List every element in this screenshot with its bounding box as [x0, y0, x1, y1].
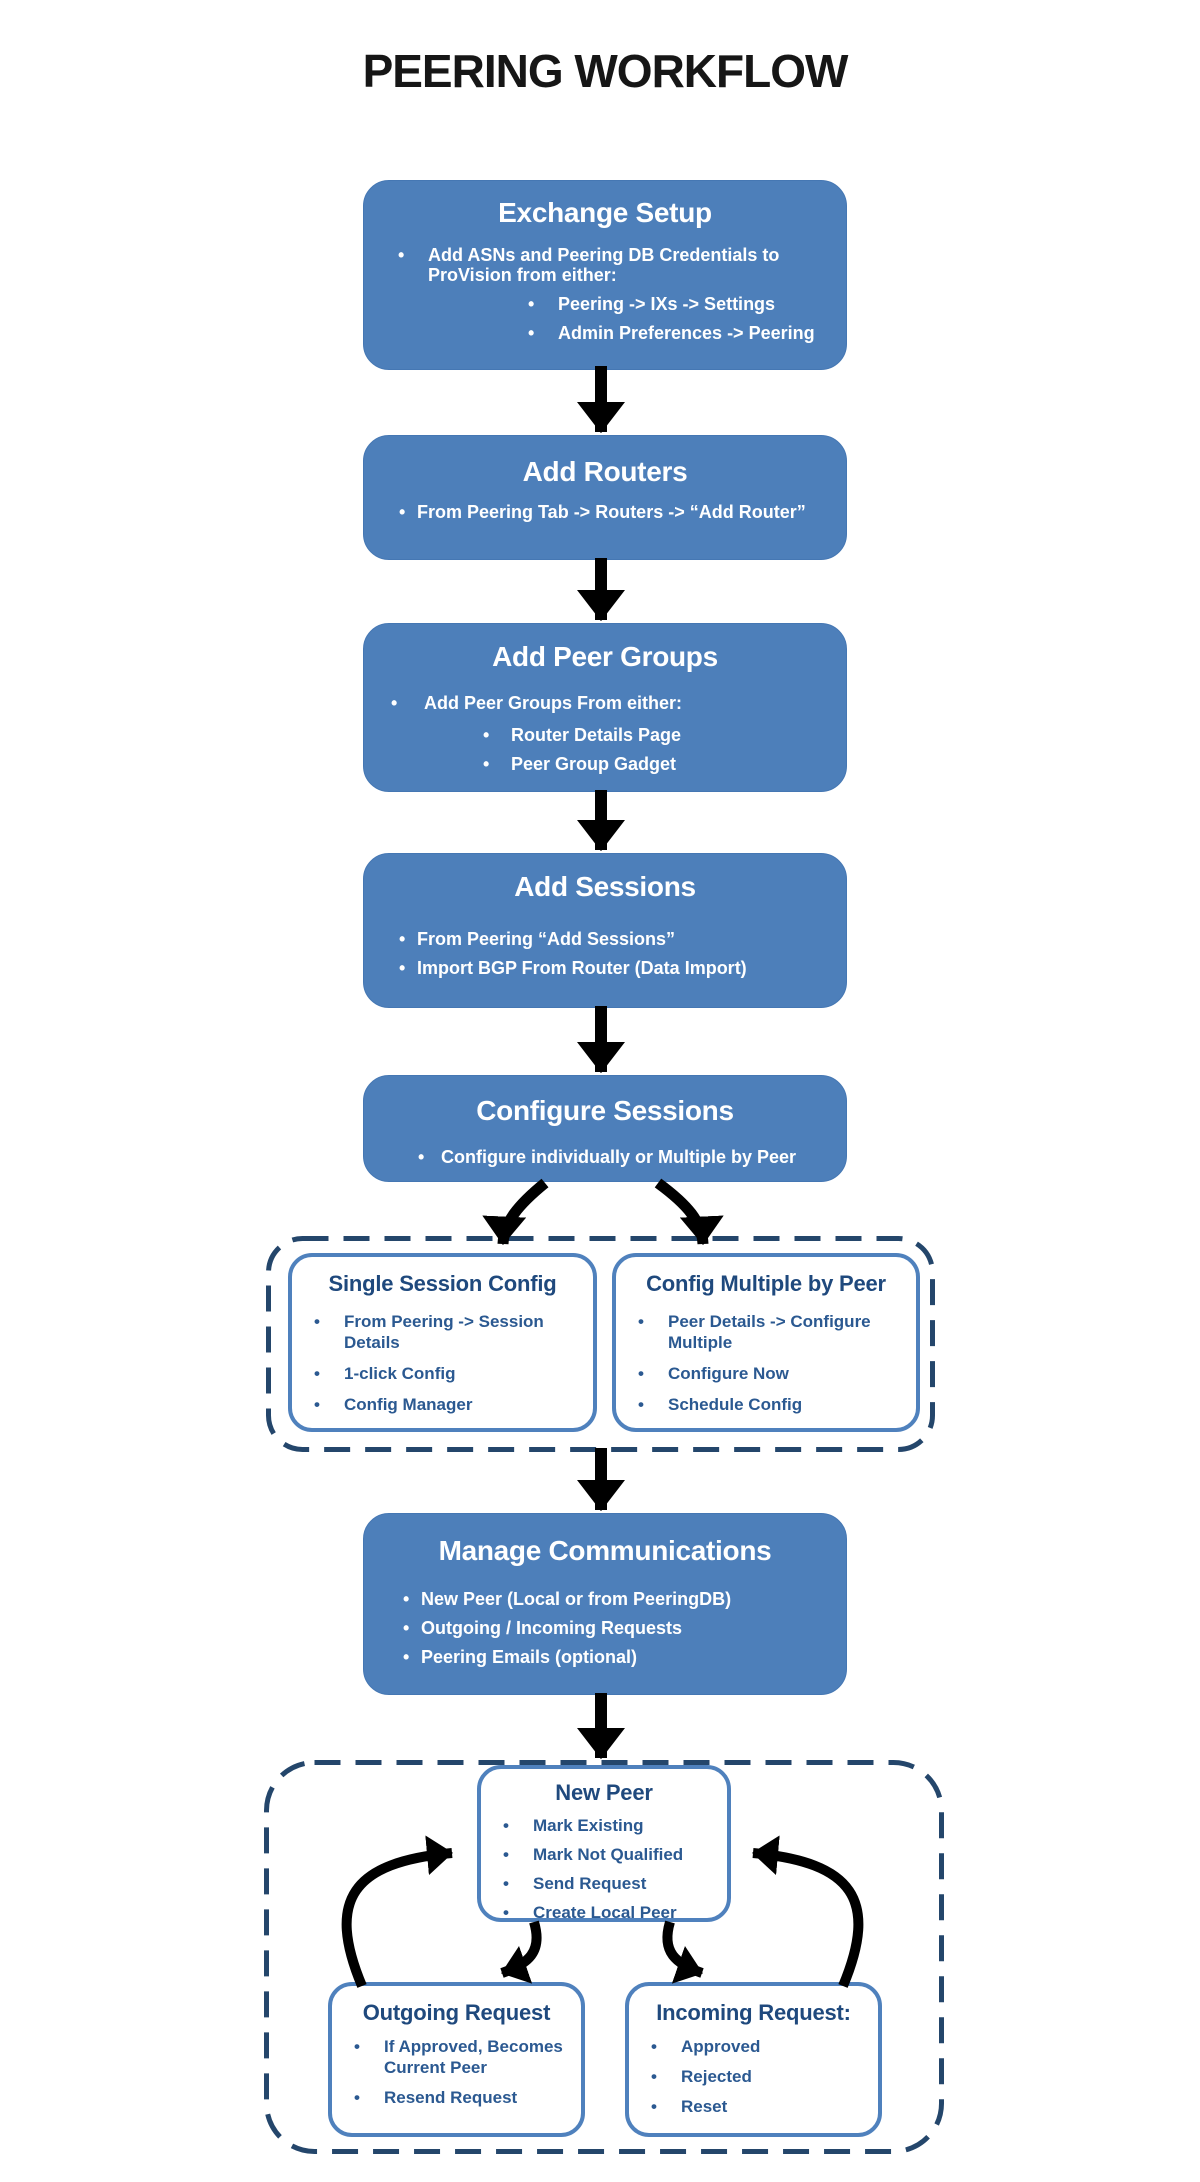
arrow-outgoing-to-new-peer — [341, 1835, 453, 1988]
bullet-item: Configure Now — [638, 1363, 902, 1384]
bullet-item: New Peer (Local or from PeeringDB) — [403, 1589, 846, 1609]
bullet-item: If Approved, Becomes Current Peer — [354, 2036, 567, 2078]
bullet-item: From Peering Tab -> Routers -> “Add Rout… — [399, 502, 846, 522]
bullet-item: Reset — [651, 2096, 864, 2117]
node-bullet-list: Add ASNs and Peering DB Credentials to P… — [364, 245, 846, 343]
flow-node-configure-sessions: Configure Sessions Configure individuall… — [363, 1075, 847, 1182]
option-bullet-list: Mark Existing Mark Not Qualified Send Re… — [481, 1815, 727, 1923]
node-bullet-list: Configure individually or Multiple by Pe… — [364, 1147, 846, 1167]
node-bullet-list: Add Peer Groups From either: Router Deta… — [364, 693, 846, 774]
option-bullet-list: Approved Rejected Reset — [629, 2036, 878, 2117]
flow-node-add-peer-groups: Add Peer Groups Add Peer Groups From eit… — [363, 623, 847, 792]
bullet-item: From Peering -> Session Details — [314, 1311, 579, 1353]
option-bullet-list: Peer Details -> Configure Multiple Confi… — [616, 1311, 916, 1415]
node-title: Manage Communications — [438, 1535, 772, 1566]
bullet-item: Mark Existing — [503, 1815, 713, 1836]
node-title: Add Peer Groups — [492, 641, 718, 672]
flow-node-add-sessions: Add Sessions From Peering “Add Sessions”… — [363, 853, 847, 1008]
node-bullet-list: New Peer (Local or from PeeringDB) Outgo… — [364, 1589, 846, 1667]
bullet-item: Peering -> IXs -> Settings — [528, 294, 846, 314]
bullet-item: Import BGP From Router (Data Import) — [399, 958, 846, 978]
node-bullet-list: From Peering “Add Sessions” Import BGP F… — [364, 929, 846, 978]
bullet-item: Configure individually or Multiple by Pe… — [418, 1147, 846, 1167]
option-box-new-peer: New Peer Mark Existing Mark Not Qualifie… — [477, 1765, 731, 1923]
arrow-new-peer-to-incoming — [662, 1920, 704, 1984]
flow-node-exchange-setup: Exchange Setup Add ASNs and Peering DB C… — [363, 180, 847, 370]
bullet-item: Admin Preferences -> Peering — [528, 323, 846, 343]
page-title: PEERING WORKFLOW — [362, 45, 849, 97]
bullet-item: Send Request — [503, 1873, 713, 1894]
bullet-item: Resend Request — [354, 2087, 567, 2108]
flow-node-add-routers: Add Routers From Peering Tab -> Routers … — [363, 435, 847, 560]
arrow-configure-to-single-session — [482, 1178, 549, 1246]
bullet-item: Add Peer Groups From either: — [391, 693, 846, 713]
option-bullet-list: If Approved, Becomes Current Peer Resend… — [332, 2036, 581, 2108]
option-box-title: Single Session Config — [328, 1271, 557, 1296]
arrow-new-peer-to-outgoing — [500, 1920, 542, 1984]
arrow-incoming-to-new-peer — [752, 1835, 864, 1988]
bullet-item: From Peering “Add Sessions” — [399, 929, 846, 949]
flow-node-manage-communications: Manage Communications New Peer (Local or… — [363, 1513, 847, 1695]
bullet-item: Create Local Peer — [503, 1902, 713, 1923]
bullet-item: Peer Details -> Configure Multiple — [638, 1311, 902, 1353]
bullet-item: Mark Not Qualified — [503, 1844, 713, 1865]
bullet-item: Outgoing / Incoming Requests — [403, 1618, 846, 1638]
option-box-incoming-request: Incoming Request: Approved Rejected Rese… — [625, 1982, 882, 2137]
option-box-title: Config Multiple by Peer — [646, 1271, 886, 1296]
option-box-title: Incoming Request: — [656, 2000, 851, 2025]
bullet-item: Rejected — [651, 2066, 864, 2087]
option-box-config-multiple-by-peer: Config Multiple by Peer Peer Details -> … — [612, 1253, 920, 1432]
bullet-item: Peer Group Gadget — [483, 754, 846, 774]
bullet-item: Approved — [651, 2036, 864, 2057]
option-box-title: New Peer — [555, 1780, 653, 1805]
bullet-item: Router Details Page — [483, 725, 846, 745]
node-title: Add Sessions — [514, 871, 696, 902]
bullet-item: Config Manager — [314, 1394, 579, 1415]
bullet-item: Peering Emails (optional) — [403, 1647, 846, 1667]
node-title: Add Routers — [522, 456, 688, 487]
option-box-single-session-config: Single Session Config From Peering -> Se… — [288, 1253, 597, 1432]
bullet-item: Add ASNs and Peering DB Credentials to P… — [398, 245, 780, 285]
node-title: Exchange Setup — [498, 197, 712, 228]
node-title: Configure Sessions — [476, 1095, 734, 1126]
bullet-item: Schedule Config — [638, 1394, 902, 1415]
node-bullet-list: From Peering Tab -> Routers -> “Add Rout… — [364, 502, 846, 522]
option-box-title: Outgoing Request — [362, 2000, 551, 2025]
arrow-configure-to-config-multiple — [654, 1178, 724, 1246]
option-box-outgoing-request: Outgoing Request If Approved, Becomes Cu… — [328, 1982, 585, 2137]
bullet-item: 1-click Config — [314, 1363, 579, 1384]
option-bullet-list: From Peering -> Session Details 1-click … — [292, 1311, 593, 1415]
